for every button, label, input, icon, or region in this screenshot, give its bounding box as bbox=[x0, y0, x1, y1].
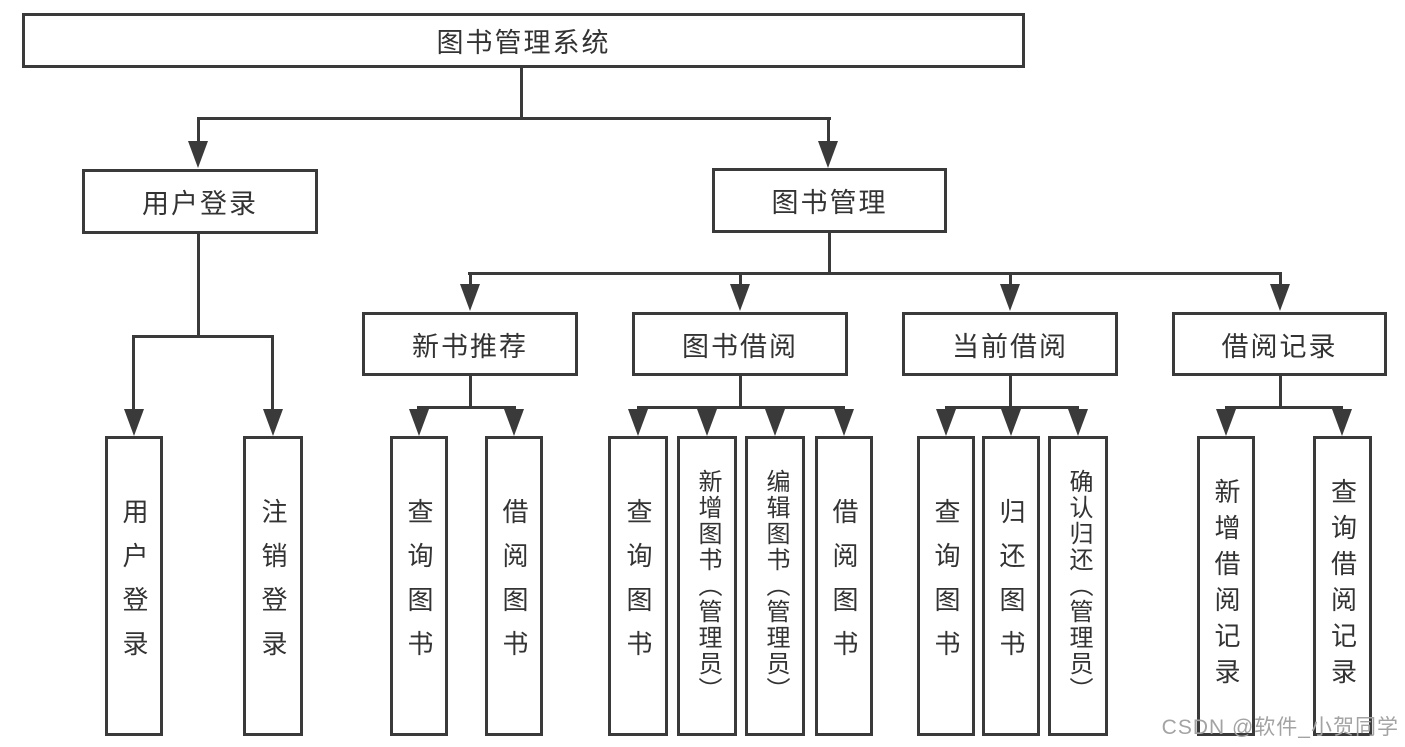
arrowhead-book-mgmt bbox=[818, 141, 838, 168]
node-root: 图书管理系统 bbox=[22, 13, 1025, 68]
node-book-borrow: 图书借阅 bbox=[632, 312, 848, 376]
connector-book-mgmt-stem bbox=[827, 117, 830, 145]
connector-sec1-hline bbox=[417, 406, 516, 409]
arrowhead-sec2-child1 bbox=[628, 409, 648, 436]
connector-login-stem bbox=[197, 234, 200, 337]
connector-sec4-stem bbox=[1279, 272, 1282, 286]
leaf-confirm-return-admin: 确认归还（管理员） bbox=[1048, 436, 1108, 736]
leaf-add-borrow-record: 新增借阅记录 bbox=[1197, 436, 1255, 736]
arrowhead-sec3-child2 bbox=[1001, 409, 1021, 436]
connector-level2-hline bbox=[468, 272, 1281, 275]
connector-sec3-down bbox=[1009, 376, 1012, 408]
connector-sec3-hline bbox=[945, 406, 1079, 409]
arrowhead-sec1-child1 bbox=[409, 409, 429, 436]
arrowhead-sec4 bbox=[1270, 284, 1290, 311]
connector-sec1-stem bbox=[469, 272, 472, 286]
arrowhead-sec2-child3 bbox=[765, 409, 785, 436]
leaf-rec-borrow-book-label: 借阅图书 bbox=[499, 498, 529, 674]
leaf-return-book-label: 归还图书 bbox=[996, 498, 1026, 674]
arrowhead-sec2 bbox=[730, 284, 750, 311]
connector-sec2-stem bbox=[739, 272, 742, 286]
arrowhead-sec4-child2 bbox=[1332, 409, 1352, 436]
arrowhead-sec2-child2 bbox=[697, 409, 717, 436]
node-current-borrow: 当前借阅 bbox=[902, 312, 1118, 376]
leaf-rec-query-book-label: 查询图书 bbox=[404, 498, 434, 674]
connector-sec1-down bbox=[469, 376, 472, 408]
node-book-borrow-label: 图书借阅 bbox=[682, 331, 798, 362]
node-user-login-label: 用户登录 bbox=[142, 189, 258, 219]
leaf-user-login-label: 用户登录 bbox=[119, 498, 149, 674]
arrowhead-login-child2 bbox=[263, 409, 283, 436]
node-user-login: 用户登录 bbox=[82, 169, 318, 234]
arrowhead-login-child1 bbox=[124, 409, 144, 436]
arrowhead-sec1-child2 bbox=[504, 409, 524, 436]
node-borrow-record-label: 借阅记录 bbox=[1221, 331, 1338, 362]
connector-root-stem bbox=[520, 68, 523, 118]
leaf-rec-query-book: 查询图书 bbox=[390, 436, 448, 736]
arrowhead-sec2-child4 bbox=[834, 409, 854, 436]
connector-mgmt-stem bbox=[828, 233, 831, 274]
connector-login-hline bbox=[133, 335, 274, 338]
csdn-watermark: CSDN @软件_小贺同学 bbox=[1161, 716, 1399, 739]
connector-sec2-hline bbox=[637, 406, 845, 409]
node-new-book-rec-label: 新书推荐 bbox=[412, 331, 528, 362]
leaf-borrow-query-book-label: 查询图书 bbox=[623, 498, 653, 674]
connector-sec4-hline bbox=[1225, 406, 1343, 409]
leaf-borrow-book-label: 借阅图书 bbox=[829, 498, 859, 674]
leaf-add-book-admin: 新增图书（管理员） bbox=[677, 436, 737, 736]
arrowhead-sec3-child3 bbox=[1068, 409, 1088, 436]
node-current-borrow-label: 当前借阅 bbox=[952, 331, 1068, 362]
connector-login-child1-stem bbox=[132, 335, 135, 411]
node-book-mgmt: 图书管理 bbox=[712, 168, 947, 233]
leaf-logout: 注销登录 bbox=[243, 436, 303, 736]
leaf-user-login: 用户登录 bbox=[105, 436, 163, 736]
connector-user-login-stem bbox=[197, 117, 200, 145]
leaf-borrow-book: 借阅图书 bbox=[815, 436, 873, 736]
arrowhead-sec3-child1 bbox=[936, 409, 956, 436]
leaf-add-borrow-record-label: 新增借阅记录 bbox=[1211, 478, 1241, 694]
arrowhead-sec1 bbox=[460, 284, 480, 311]
connector-sec2-down bbox=[739, 376, 742, 408]
leaf-query-borrow-record-label: 查询借阅记录 bbox=[1327, 478, 1358, 694]
leaf-current-query-book: 查询图书 bbox=[917, 436, 975, 736]
arrowhead-sec4-child1 bbox=[1216, 409, 1236, 436]
node-book-mgmt-label: 图书管理 bbox=[771, 188, 888, 218]
leaf-edit-book-admin-label: 编辑图书（管理员） bbox=[762, 469, 789, 703]
leaf-logout-label: 注销登录 bbox=[258, 498, 288, 674]
connector-login-child2-stem bbox=[271, 335, 274, 411]
leaf-confirm-return-admin-label: 确认归还（管理员） bbox=[1065, 469, 1092, 703]
leaf-return-book: 归还图书 bbox=[982, 436, 1040, 736]
arrowhead-user-login bbox=[188, 141, 208, 168]
node-borrow-record: 借阅记录 bbox=[1172, 312, 1387, 376]
leaf-query-borrow-record: 查询借阅记录 bbox=[1313, 436, 1372, 736]
leaf-borrow-query-book: 查询图书 bbox=[608, 436, 668, 736]
leaf-rec-borrow-book: 借阅图书 bbox=[485, 436, 543, 736]
leaf-add-book-admin-label: 新增图书（管理员） bbox=[694, 469, 721, 703]
node-root-label: 图书管理系统 bbox=[436, 28, 611, 58]
connector-level1-hline bbox=[197, 117, 831, 120]
arrowhead-sec3 bbox=[1000, 284, 1020, 311]
connector-sec4-down bbox=[1279, 376, 1282, 408]
connector-sec3-stem bbox=[1009, 272, 1012, 286]
node-new-book-rec: 新书推荐 bbox=[362, 312, 578, 376]
leaf-current-query-book-label: 查询图书 bbox=[931, 498, 961, 674]
leaf-edit-book-admin: 编辑图书（管理员） bbox=[745, 436, 805, 736]
